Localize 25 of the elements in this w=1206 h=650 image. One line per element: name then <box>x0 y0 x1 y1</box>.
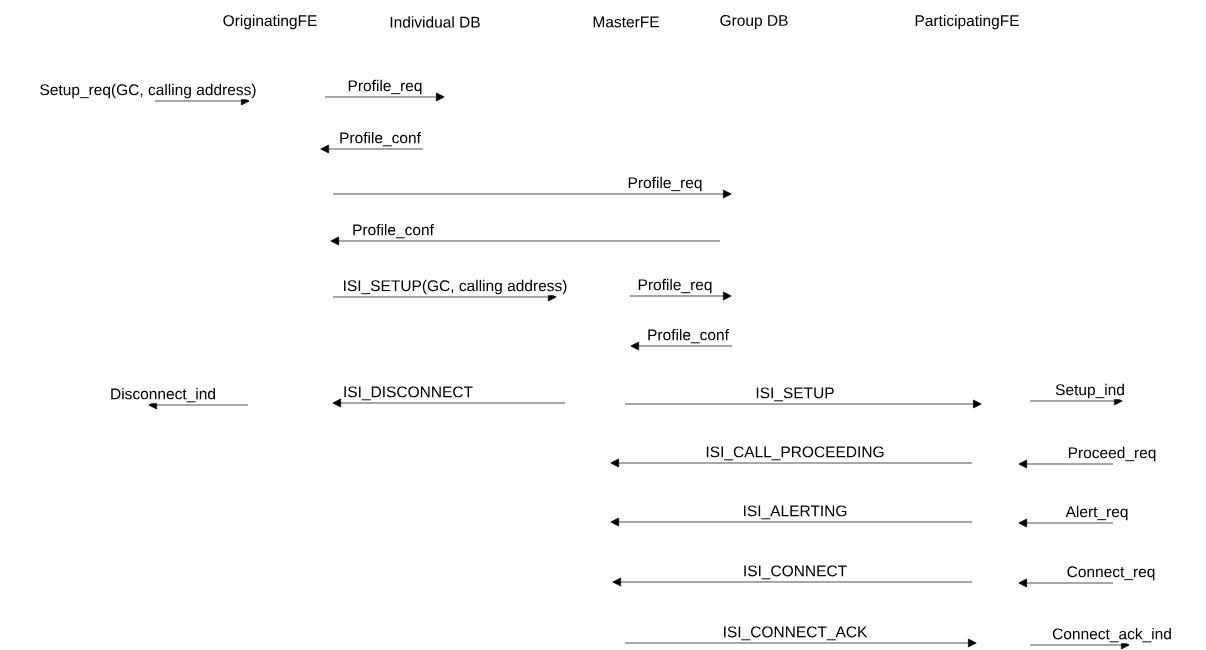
message-label: ISI_DISCONNECT <box>342 385 475 402</box>
message-label: Profile_conf <box>338 131 422 148</box>
message-label: Profile_conf <box>351 223 435 240</box>
lifeline-heading: ParticipatingFE <box>915 14 1019 30</box>
message-label: Proceed_req <box>1066 445 1158 463</box>
message-label: ISI_ALERTING <box>741 504 849 521</box>
message-label: ISI_SETUP <box>754 386 836 403</box>
message-label: Connect_ack_ind <box>1051 627 1173 644</box>
message-label: Alert_req <box>1064 504 1130 522</box>
message-label: ISI_CONNECT_ACK <box>721 625 869 642</box>
lifeline-heading: Individual DB <box>390 16 480 28</box>
message-label: Profile_req <box>636 277 714 295</box>
message-label: Connect_req <box>1065 565 1157 582</box>
lifeline-heading: Group DB <box>720 14 788 29</box>
message-label: Setup_req(GC, calling address) <box>38 82 258 100</box>
message-label: Disconnect_ind <box>109 387 217 404</box>
lifeline-heading: MasterFE <box>593 16 659 28</box>
message-label: ISI_SETUP(GC, calling address) <box>341 278 569 296</box>
lifeline-heading: OriginatingFE <box>223 14 317 30</box>
message-label: Profile_req <box>626 175 704 193</box>
message-label: ISI_CONNECT <box>741 564 849 581</box>
message-label: ISI_CALL_PROCEEDING <box>704 445 886 462</box>
message-label: Setup_ind <box>1054 382 1126 400</box>
message-label: Profile_req <box>346 78 424 96</box>
message-label: Profile_conf <box>646 328 730 345</box>
